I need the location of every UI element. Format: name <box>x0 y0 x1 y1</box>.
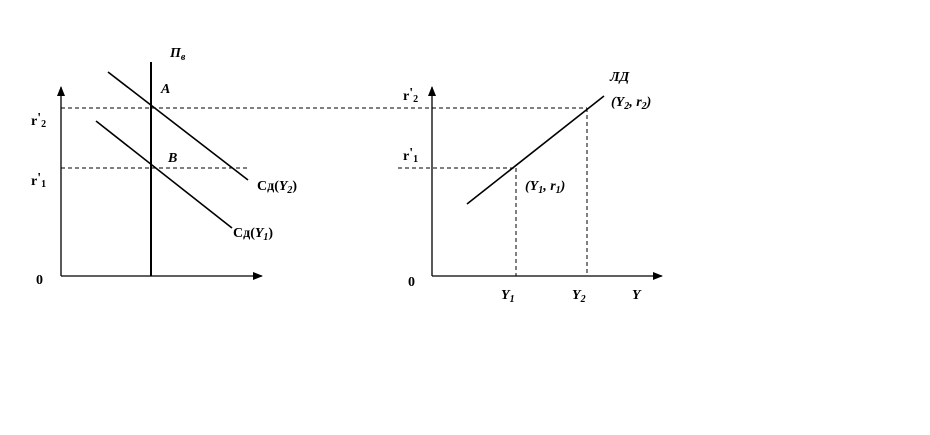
lm-curve <box>466 95 605 205</box>
lm-curve-label: ЛД <box>609 70 630 85</box>
demand-y1-label: Сд(Y1) <box>233 226 273 243</box>
right-r1-label: r'1 <box>403 146 418 165</box>
left-graph: 0 r'2 r'1 Пв A B Сд(Y2) Сд(Y1) <box>31 46 297 288</box>
x-axis-label: Y <box>632 288 642 303</box>
point-a-label: A <box>160 82 170 97</box>
point-b-label: B <box>167 151 177 166</box>
left-r2-label: r'2 <box>31 111 46 130</box>
right-r2-label: r'2 <box>403 86 418 105</box>
dashed-guides <box>61 107 588 276</box>
right-graph: 0 r'2 r'1 ЛД (Y2, r2) (Y1, r1) Y1 Y2 Y <box>403 70 663 305</box>
demand-curve-y2 <box>107 71 249 181</box>
demand-curve-y1 <box>95 120 233 229</box>
left-origin-label: 0 <box>36 273 43 288</box>
point-upper-label: (Y2, r2) <box>611 95 651 112</box>
demand-y2-label: Сд(Y2) <box>257 179 297 196</box>
right-origin-label: 0 <box>408 275 415 290</box>
left-r1-label: r'1 <box>31 171 46 190</box>
x-tick-y2-label: Y2 <box>572 288 586 305</box>
x-tick-y1-label: Y1 <box>501 288 515 305</box>
point-lower-label: (Y1, r1) <box>525 179 565 196</box>
money-supply-label: Пв <box>169 46 186 63</box>
